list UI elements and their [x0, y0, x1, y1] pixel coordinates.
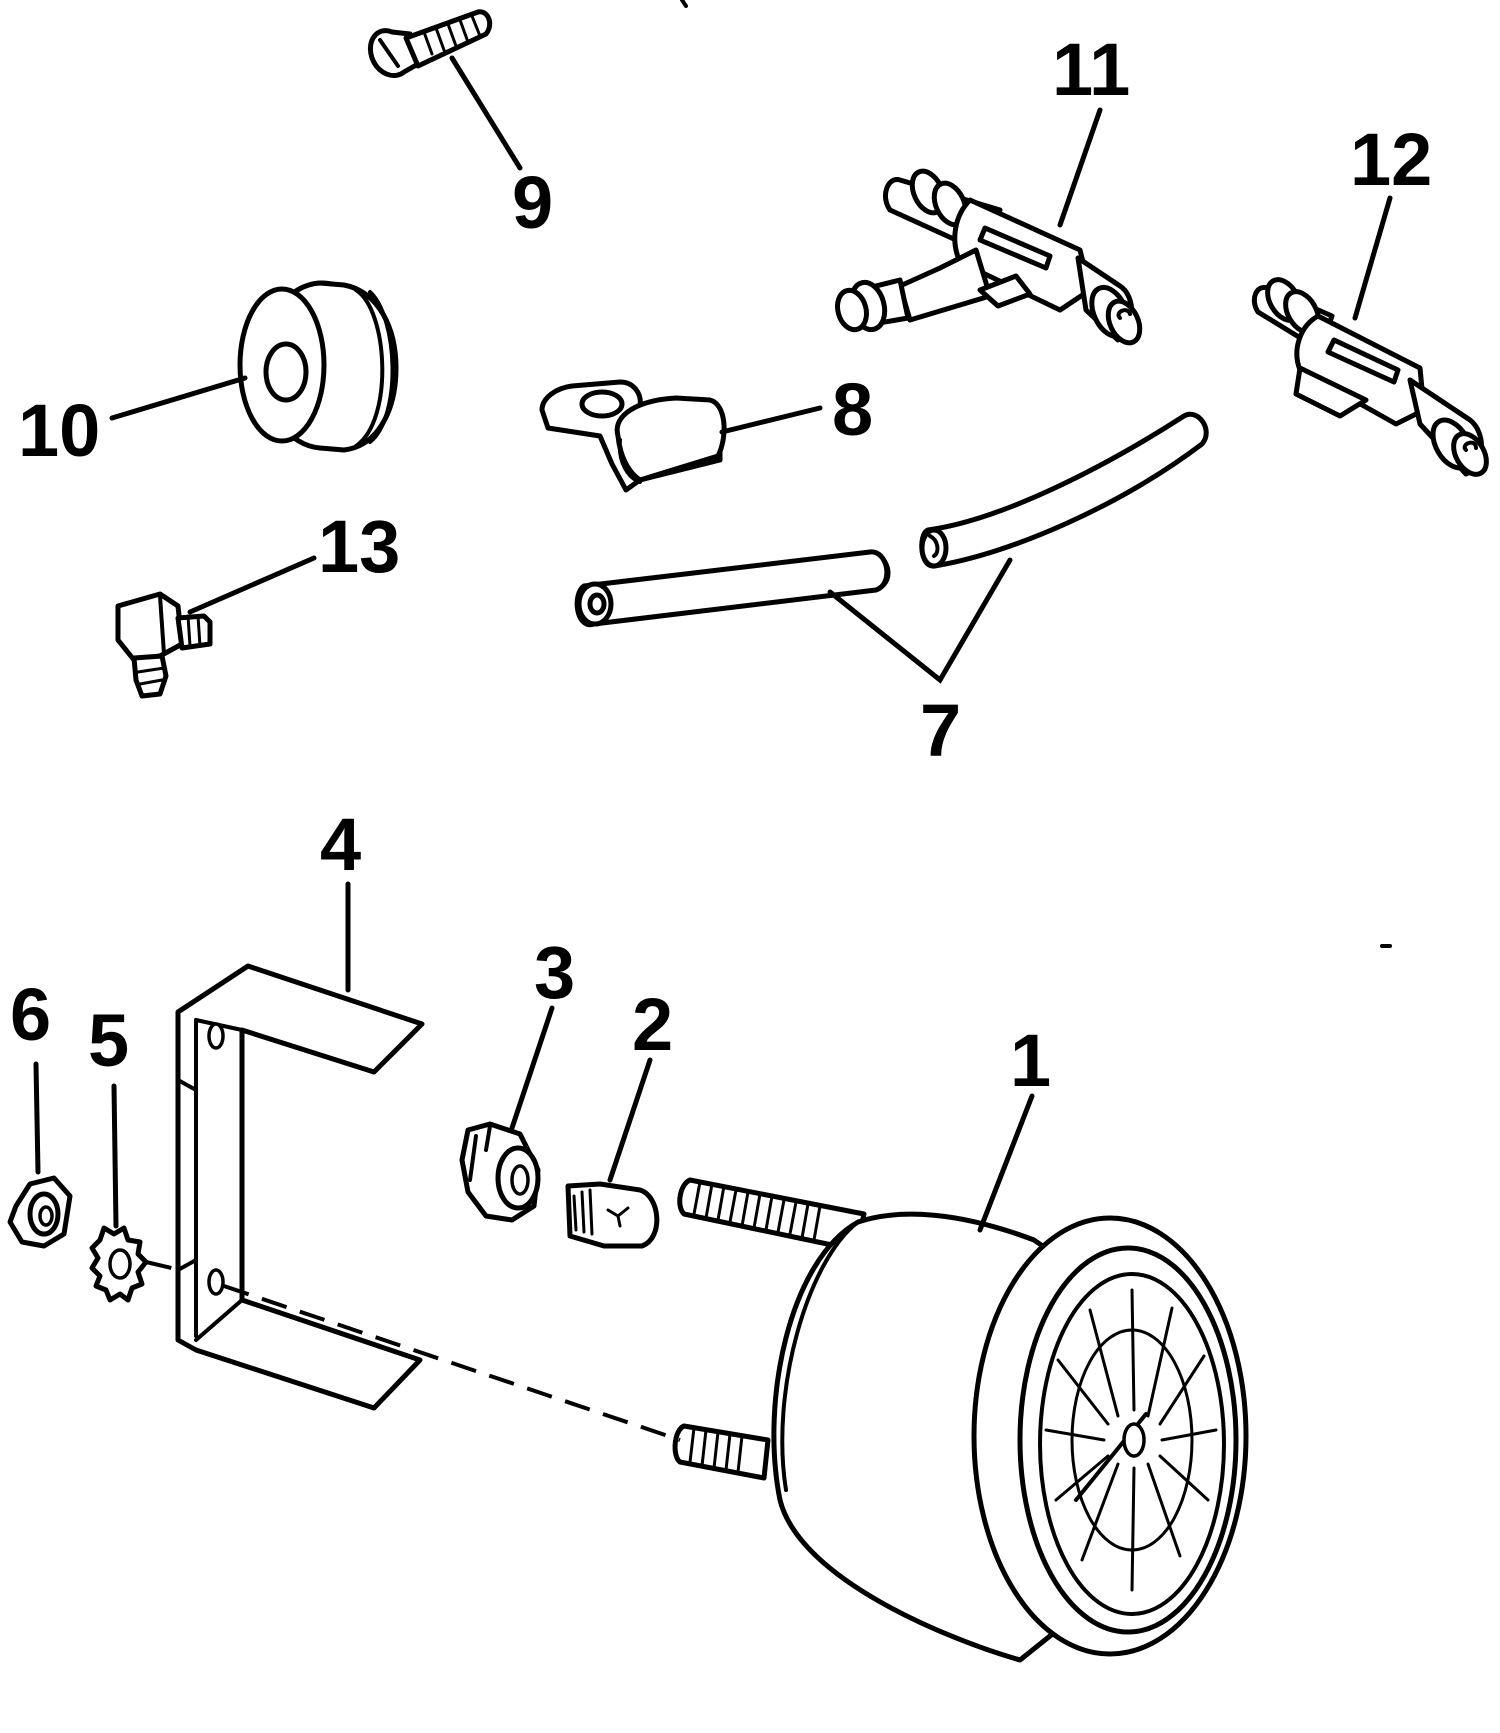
part-11-tee-fitting [835, 168, 1143, 346]
part-9-screw [368, 9, 493, 78]
callout-11: 11 [1052, 28, 1130, 111]
leader-6 [33, 1061, 41, 1175]
part-4-bracket [175, 963, 425, 1411]
part-2-bulb [565, 1181, 660, 1249]
part-8-clamp [539, 379, 727, 493]
leader-8 [719, 405, 823, 435]
dial-face [1044, 1288, 1218, 1592]
leader-5 [111, 1083, 119, 1229]
callout-7: 7 [920, 689, 961, 772]
callout-4: 4 [320, 803, 361, 886]
stray-mark [680, 0, 688, 8]
callout-12: 12 [1350, 118, 1432, 201]
leader-7 [827, 557, 1013, 684]
leader-2 [607, 1057, 653, 1183]
leader-9 [449, 55, 523, 171]
leader-13 [187, 555, 317, 615]
part-6-nut [7, 1175, 73, 1249]
leader-3 [509, 1005, 555, 1131]
part-13-elbow-fitting [115, 591, 213, 699]
callout-2: 2 [632, 983, 673, 1066]
leader-10 [109, 375, 248, 421]
part-5-lockwasher [89, 1225, 149, 1303]
callout-6: 6 [10, 973, 51, 1056]
part-1-gauge [672, 1177, 1249, 1663]
mount-line-stud [223, 1284, 681, 1442]
callout-13: 13 [318, 505, 400, 588]
part-10-grommet [237, 280, 399, 453]
callout-5: 5 [88, 999, 129, 1082]
callout-8: 8 [832, 368, 873, 451]
mount-line-washer [145, 1260, 181, 1272]
leader-11 [1057, 107, 1103, 228]
leader-12 [1352, 195, 1393, 321]
callout-9: 9 [512, 161, 553, 244]
callout-1: 1 [1010, 1019, 1051, 1102]
part-7-hose [574, 411, 1209, 628]
part-3-lamp-socket [459, 1121, 541, 1223]
part-12-inline-fitting [1251, 277, 1489, 477]
callout-10: 10 [18, 389, 100, 472]
callout-3: 3 [534, 931, 575, 1014]
leader-1 [977, 1093, 1035, 1233]
